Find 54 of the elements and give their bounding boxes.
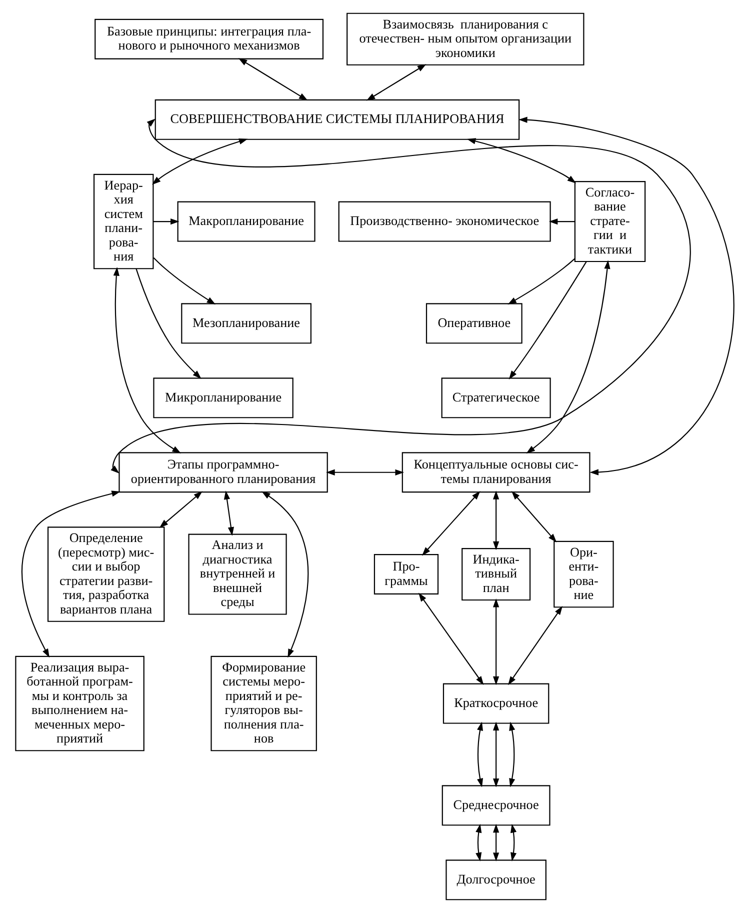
node-box: Этапы программно- ориентированного планирования xyxy=(118,452,328,492)
arrow xyxy=(153,218,180,224)
node-box: Краткосрочное xyxy=(442,682,550,724)
node-box: Анализ и диагностика внутренней и внешней среды xyxy=(188,533,287,614)
node-box: Микропланирование xyxy=(153,377,294,418)
arrow xyxy=(548,218,575,224)
arrow xyxy=(110,118,690,473)
node-box: Иерар- хия систем плани- рова- ния xyxy=(93,173,154,269)
arrow xyxy=(477,721,484,787)
arrow xyxy=(493,490,500,550)
arrow xyxy=(476,823,482,861)
arrow xyxy=(366,64,426,100)
node-box: Определение (пересмотр) мис- сии и выбор стратегии разви- тия, разработка вариантов плана xyxy=(47,526,165,622)
arrow xyxy=(22,490,120,658)
node-box: Взаимосвязь планирования с отечествен- ным опытом организации экономики xyxy=(346,12,584,65)
arrow xyxy=(152,138,248,184)
node-box: Реализация выра- ботанной програм- мы и контроль за выполнением на- меченных меро- приятий xyxy=(15,655,144,751)
arrow xyxy=(113,266,181,453)
arrow xyxy=(508,258,576,304)
node-box: Мезопланирование xyxy=(181,302,312,344)
arrow xyxy=(493,721,500,787)
arrow xyxy=(136,268,202,378)
node-box: Индика- тивный план xyxy=(462,547,531,600)
arrow xyxy=(466,138,576,183)
arrow xyxy=(493,823,500,861)
node-box: Формирование системы меро- приятий и ре- гуляторов вы- полнения пла- нов xyxy=(210,655,317,751)
arrow xyxy=(508,606,563,685)
node-box: Производственно- экономическое xyxy=(338,200,551,242)
node-box: Ори- енти- рова- ние xyxy=(554,540,614,608)
arrow xyxy=(493,598,500,685)
arrow xyxy=(511,490,557,542)
arrow xyxy=(153,256,216,304)
arrow xyxy=(418,592,484,684)
arrow xyxy=(510,823,517,861)
arrow xyxy=(326,468,404,475)
node-box: Согласо- вание страте- гии и тактики xyxy=(574,180,646,262)
arrow xyxy=(526,260,610,454)
arrow xyxy=(262,490,309,658)
node-box: Стратегическое xyxy=(441,377,551,418)
arrow xyxy=(224,490,234,536)
node-box: Долгосрочное xyxy=(446,859,546,900)
arrow xyxy=(508,260,587,379)
arrow xyxy=(238,58,308,100)
node-box: Среднесрочное xyxy=(442,784,550,826)
arrow xyxy=(159,490,202,528)
node-box: Концептуальные основы сис- темы планирования xyxy=(402,452,590,492)
node-box: Базовые принципы: интеграция пла- нового и рыночного механизмов xyxy=(94,18,324,59)
node-box: СОВЕРШЕНСТВОВАНИЕ СИСТЕМЫ ПЛАНИРОВАНИЯ xyxy=(154,98,520,140)
arrow xyxy=(518,116,734,475)
arrow xyxy=(509,721,516,787)
node-box: Про- граммы xyxy=(374,554,439,594)
node-box: Оперативное xyxy=(426,302,522,344)
arrow xyxy=(422,490,480,556)
node-box: Макропланирование xyxy=(177,200,316,242)
